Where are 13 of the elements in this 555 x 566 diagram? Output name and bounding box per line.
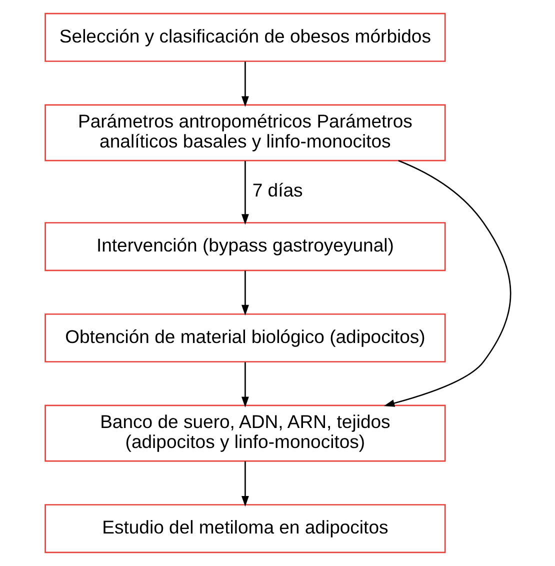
node-box: Banco de suero, ADN, ARN, tejidos (adipocitos y linfo-monocitos) (44, 404, 446, 462)
arrow (240, 62, 248, 107)
node-box: Parámetros antropométricos Parámetros analíticos basales y linfo-monocitos (44, 104, 446, 162)
node-box: Estudio del metiloma en adipocitos (44, 504, 446, 554)
node-box: Intervención (bypass gastroyeyunal) (44, 222, 446, 272)
edge-label: 7 días (252, 180, 302, 201)
node-box: Obtención de material biológico (adipocitos) (44, 313, 446, 362)
arrow (240, 270, 248, 316)
node-box: Selección y clasificación de obesos mórbidos (44, 12, 446, 62)
arrow (383, 160, 511, 407)
arrow (240, 362, 248, 408)
arrow (240, 461, 248, 507)
arrow (240, 160, 248, 225)
